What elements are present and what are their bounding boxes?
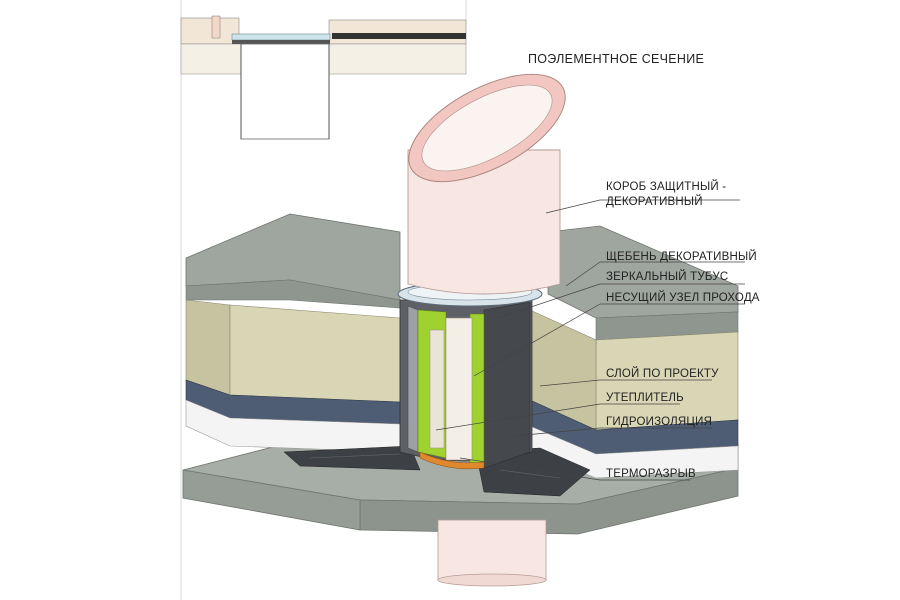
- left-roof-block: [185, 213, 401, 453]
- label-gravel: ЩЕБЕНЬ ДЕКОРАТИВНЫЙ: [606, 250, 757, 263]
- leader-lines: [435, 199, 745, 481]
- detail-drawing: [180, 0, 467, 600]
- pass-through-node: [397, 281, 543, 470]
- label-box-line1: КОРОБ ЗАЩИТНЫЙ -: [606, 180, 726, 193]
- label-waterproofing: ГИДРОИЗОЛЯЦИЯ: [606, 416, 712, 428]
- label-insulation: УТЕПЛИТЕЛЬ: [606, 392, 684, 404]
- lower-pipe: [437, 519, 547, 587]
- label-thermal-break: ТЕРМОРАЗРЫВ: [606, 468, 696, 480]
- label-box-line2: ДЕКОРАТИВНЫЙ: [606, 195, 703, 208]
- right-roof-block: [529, 225, 739, 479]
- label-project-layer: СЛОЙ ПО ПРОЕКТУ: [606, 367, 719, 380]
- protective-box: [407, 73, 566, 295]
- label-mirror-tube: ЗЕРКАЛЬНЫЙ ТУБУС: [606, 270, 728, 283]
- section-title: ПОЭЛЕМЕНТНОЕ СЕЧЕНИЕ: [528, 52, 704, 66]
- label-load-bearing-node: НЕСУЩИЙ УЗЕЛ ПРОХОДА: [606, 291, 760, 304]
